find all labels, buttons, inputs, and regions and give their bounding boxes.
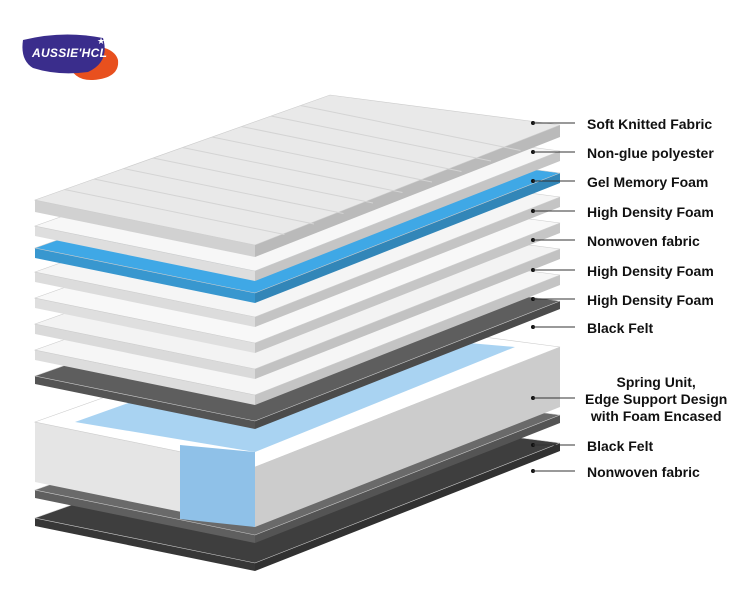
quilt-line — [270, 115, 492, 162]
layer-side — [35, 350, 255, 405]
layer-side — [35, 298, 255, 353]
quilt-line — [123, 168, 344, 214]
layer-side — [35, 518, 255, 571]
layer-top — [33, 94, 561, 246]
layer-side — [255, 415, 560, 543]
label-nonwoven-fabric-1: Nonwoven fabric — [587, 233, 700, 249]
label-gel-memory-foam: Gel Memory Foam — [587, 174, 709, 190]
label-spring-unit: Spring Unit, Edge Support Design with Fo… — [585, 374, 727, 425]
label-line: Spring Unit, — [616, 374, 696, 390]
label-non-glue-polyester: Non-glue polyester — [587, 145, 714, 161]
layer-side — [255, 347, 560, 527]
quilt-line — [211, 136, 433, 183]
label-high-density-foam-3: High Density Foam — [587, 292, 714, 308]
svg-text:★: ★ — [97, 36, 105, 46]
layer-side — [255, 249, 560, 379]
quilt-line — [300, 105, 521, 151]
layer-side — [255, 151, 560, 281]
spring-coils-front — [180, 445, 255, 527]
layer-side — [35, 272, 255, 327]
logo-shape: ★ — [22, 34, 119, 81]
quilt-line — [182, 147, 403, 193]
layer-side — [35, 490, 255, 543]
quilt-line — [241, 126, 462, 172]
layer-side — [255, 301, 560, 429]
layer-side — [255, 443, 560, 571]
logo-text: AUSSIE'HCL — [32, 46, 108, 60]
label-soft-knitted-fabric: Soft Knitted Fabric — [587, 116, 713, 132]
layer-side — [35, 324, 255, 379]
layer-side — [255, 223, 560, 353]
brand-logo: ★ AUSSIE'HCL — [18, 32, 128, 82]
layer-side — [35, 226, 255, 281]
label-line: Edge Support Design — [585, 391, 728, 407]
label-nonwoven-fabric-2: Nonwoven fabric — [587, 464, 700, 480]
layer-side — [35, 200, 255, 257]
label-black-felt-2: Black Felt — [587, 438, 654, 454]
label-high-density-foam-1: High Density Foam — [587, 204, 714, 220]
quilt-line — [64, 189, 285, 235]
layer-side — [255, 275, 560, 405]
quilt-line — [152, 157, 374, 204]
label-high-density-foam-2: High Density Foam — [587, 263, 714, 279]
layer-side — [35, 376, 255, 429]
layer-side — [255, 125, 560, 257]
label-line: with Foam Encased — [590, 408, 722, 424]
layer-side — [255, 173, 560, 303]
layer-side — [35, 248, 255, 303]
label-black-felt-1: Black Felt — [587, 320, 654, 336]
layer-side — [255, 197, 560, 327]
quilt-line — [93, 178, 315, 225]
